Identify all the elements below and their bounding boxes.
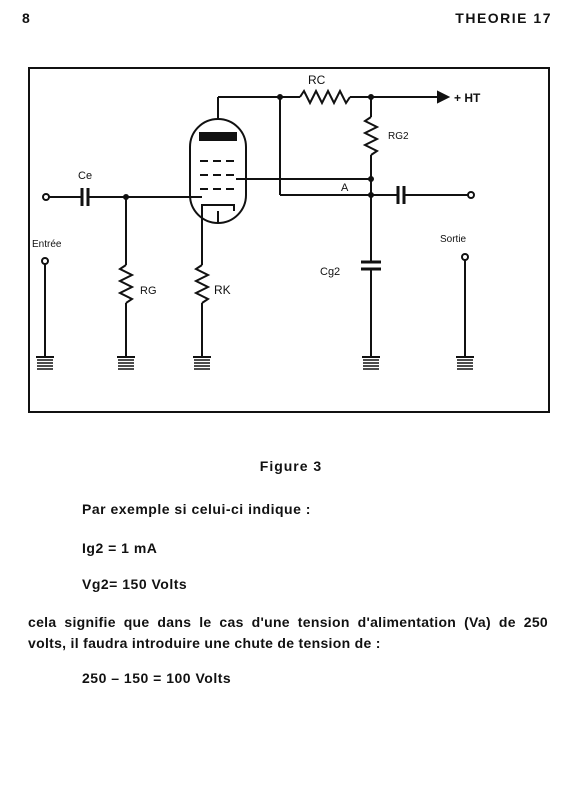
ground-entree	[37, 359, 53, 370]
ground-rk	[194, 359, 210, 370]
label-ht: + HT	[454, 91, 481, 105]
ground-cg2	[363, 359, 379, 370]
ground-sortie	[457, 359, 473, 370]
running-title: THEORIE 17	[455, 10, 552, 26]
output-terminal	[467, 191, 475, 199]
ig2-value: Ig2 = 1 mA	[82, 540, 158, 556]
label-ce: Ce	[78, 170, 92, 182]
label-entree: Entrée	[32, 239, 62, 250]
ht-arrow	[437, 90, 451, 104]
label-rk: RK	[214, 283, 231, 297]
entree-terminal	[41, 257, 49, 265]
calculation: 250 – 150 = 100 Volts	[82, 670, 232, 686]
input-terminal	[42, 193, 50, 201]
label-sortie: Sortie	[440, 234, 467, 245]
page-number: 8	[22, 10, 30, 26]
label-rc: RC	[308, 73, 326, 87]
figure-frame	[28, 67, 550, 413]
label-rg2: RG2	[388, 131, 409, 142]
vg2-value: Vg2= 150 Volts	[82, 576, 188, 592]
rg2-resistor	[362, 116, 380, 156]
label-rg: RG	[140, 285, 157, 297]
explanation-paragraph: cela signifie que dans le cas d'une tens…	[28, 614, 548, 651]
circuit-diagram: RC + HT RG2 Ce A Entrée Sortie Cg2 RG RK	[28, 67, 550, 413]
tube-cathode	[201, 204, 235, 211]
tube-anode	[199, 132, 237, 141]
rg-resistor	[117, 264, 135, 304]
intro-text: Par exemple si celui-ci indique :	[82, 501, 311, 517]
rk-resistor	[193, 264, 211, 304]
sortie-terminal	[461, 253, 469, 261]
figure-caption: Figure 3	[259, 458, 323, 474]
label-a: A	[341, 182, 349, 194]
ground-rg	[118, 359, 134, 370]
label-cg2: Cg2	[320, 266, 340, 278]
rc-resistor	[299, 88, 351, 106]
